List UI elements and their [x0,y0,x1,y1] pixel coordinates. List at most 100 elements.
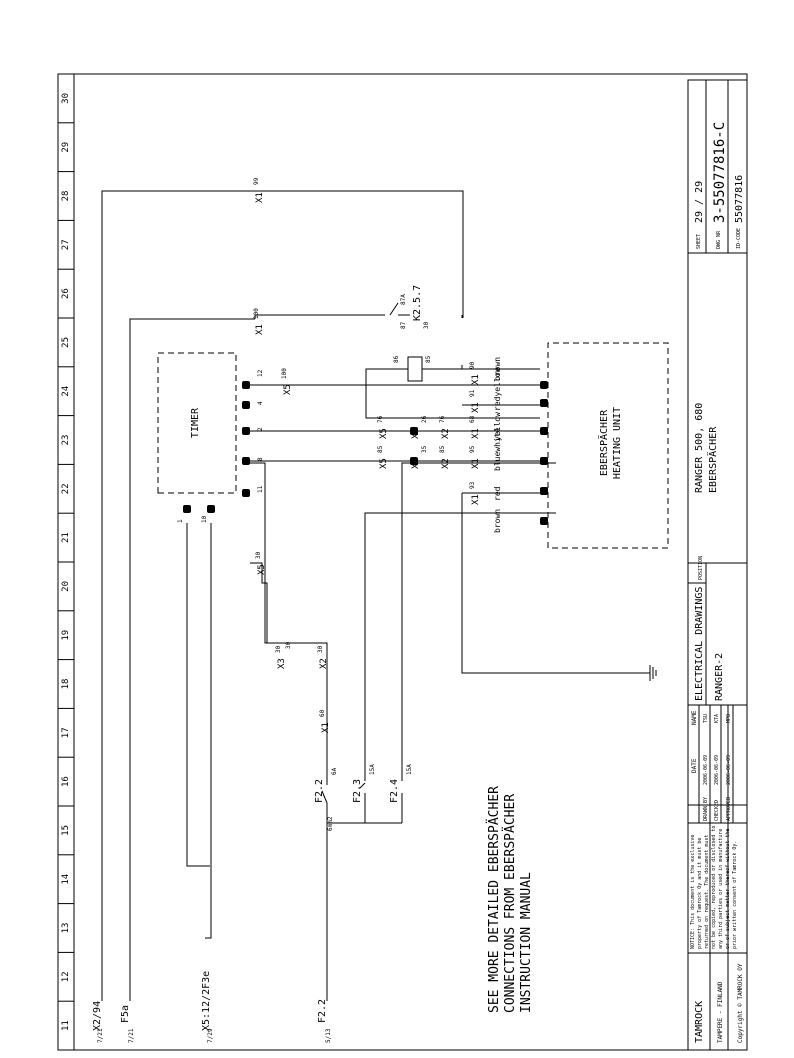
ref-x2-94: X2/94 [92,1001,103,1031]
timer-pin-1: 1 [177,519,184,523]
terminal-x1-90-name: X1 [471,374,481,385]
terminal-x1-60-name: X1 [321,722,331,733]
copyright: Copyright © TAMROCK OY [737,963,744,1043]
ruler-column-number: 16 [61,776,71,787]
timer-pin-8: 8 [257,457,264,461]
sheet-number: 29 / 29 [694,181,705,223]
fuse-f24-rating: 15A [406,764,413,775]
ref-f5a: F5a [120,1005,131,1023]
terminal-x1-93-pin: 93 [469,481,476,489]
drawn-by-name: TSU [703,714,709,723]
terminal-x2-30-pin: 30 [317,645,324,653]
relay-name: K2.5.7 [412,285,423,321]
ruler-column-number: 14 [61,874,71,885]
terminal-x1-91-pin: 91 [469,389,476,397]
dwg-label: DWG NR [716,230,722,249]
notice-5: any third parties or used in manufacture [718,829,724,949]
connectors [183,381,548,525]
terminal-x1-60-pin: 60 [319,709,326,717]
product-name: RANGER 500, 680 [694,403,705,493]
approved-date: 2006-06-09 [726,755,732,785]
terminal-x1-68-pin: 68 [469,415,476,423]
ruler-column-number: 17 [61,727,71,738]
checked-name: KTA [714,714,720,723]
relay-pin-85: 85 [425,355,432,363]
terminal-x1-95-pin: 95 [469,445,476,453]
note-line-2: CONNECTIONS FROM EBERSPÄCHER [502,794,518,1013]
terminal-x1-95-name: X1 [471,458,481,469]
ruler-column-number: 28 [61,191,71,202]
wire-color-labels: brown redyellow yellow bluewhite red bro… [493,357,502,533]
ruler-column-number: 15 [61,825,71,836]
id-label: ID-CODE [736,228,742,249]
checked-role: CHECKED [714,800,720,821]
timer-pin-12: 12 [257,369,264,377]
drawn-by-role: DRAWN BY [703,797,709,821]
terminal-x1-91-name: X1 [471,402,481,413]
terminal-x1-100-name: X1 [255,324,265,335]
terminal-x5-76-name: X5 [379,428,389,439]
cross-references: X2/94 7/21 F5a 7/21 X5:12/2F3e 7/29 F2.2… [92,971,332,1043]
notice-6: or of subject matter thereof without the [725,829,731,949]
ruler-column-number: 23 [61,435,71,446]
heater-label-2: HEATING UNIT [612,407,623,479]
product-subject: EBERSPÄCHER [706,426,719,493]
wire-color-yellow: yellow [493,412,502,441]
relay-pin-87: 87 [400,321,407,329]
position-label: POSITION [698,556,704,580]
terminal-x2-30-name: X2 [319,658,329,669]
name-header: NAME [691,710,698,725]
ruler-column-number: 27 [61,239,71,250]
terminal-x1-68-name: X1 [471,428,481,439]
notice-7: prior written consent of Tamrock Oy. [732,841,738,949]
terminal-x5-30-pin: 30 [255,551,262,559]
terminal-x5-85-pin: 85 [377,445,384,453]
ruler-column-number: 18 [61,679,71,690]
ref-f5a-page: 7/21 [128,1028,135,1043]
date-header: DATE [691,758,698,773]
terminal-x2-85-pin: 85 [439,445,446,453]
notice-1: NOTICE: This document is the exclusive [690,835,696,949]
timer-pin-2: 2 [257,427,264,431]
terminal-x4-35-pin: 35 [421,445,428,453]
ruler-column-number: 19 [61,630,71,641]
note-block: SEE MORE DETAILED EBERSPÄCHER CONNECTION… [486,786,534,1013]
relay-pin-87a: 87A [400,294,407,305]
ref-f22: F2.2 [317,999,328,1023]
ruler-column-number: 22 [61,483,71,494]
terminal-x3-30-pin2: 30 [285,641,292,649]
fuse-wire-size: 6mm2 [327,816,334,831]
fuse-f23-label: F2.3 [352,779,363,803]
ref-x2-94-page: 7/21 [97,1028,104,1043]
terminal-x2-76-name: X2 [441,428,451,439]
ref-x5-12-page: 7/29 [207,1028,214,1043]
notice-3: returned on request. The document must [704,835,710,949]
id-code: 55077816 [734,175,745,223]
notice-2: property of Tamrock Oy and it must be [697,838,703,949]
note-line-1: SEE MORE DETAILED EBERSPÄCHER [486,786,502,1013]
terminal-x4-35-name: X4 [411,458,421,469]
fuse-f24-label: F2.4 [389,779,400,803]
terminal-x4-26-name: X4 [411,428,421,439]
relay-labels: 87A 87 30 86 85 K2.5.7 [393,285,432,363]
terminal-x1-90-pin: 90 [469,361,476,369]
drawing-content: TIMER EBERSPÄCHER HEATING UNIT X1 99 [92,79,748,1051]
wiring [101,190,650,1001]
fuse-f23-rating: 15A [369,764,376,775]
fuses: F2.2 F2.3 F2.4 6A 15A 15A 6mm2 [314,764,413,831]
terminal-x5-76-pin: 76 [377,415,384,423]
ref-f22-page: 5/13 [325,1028,332,1043]
terminal-x3-30-name: X3 [277,658,287,669]
ruler-column-number: 29 [61,142,71,153]
ground-symbol [649,665,657,681]
relay-pin-86: 86 [393,355,400,363]
ruler-column-number: 24 [61,386,71,397]
approved-name: MPO [726,714,732,723]
ruler-column-number: 13 [61,923,71,934]
terminal-x1-100-pin: 100 [253,308,260,319]
wire-color-bluewhite: bluewhite [493,427,502,471]
timer-pin-10: 10 [201,515,208,523]
timer-pin-11: 11 [257,485,264,493]
